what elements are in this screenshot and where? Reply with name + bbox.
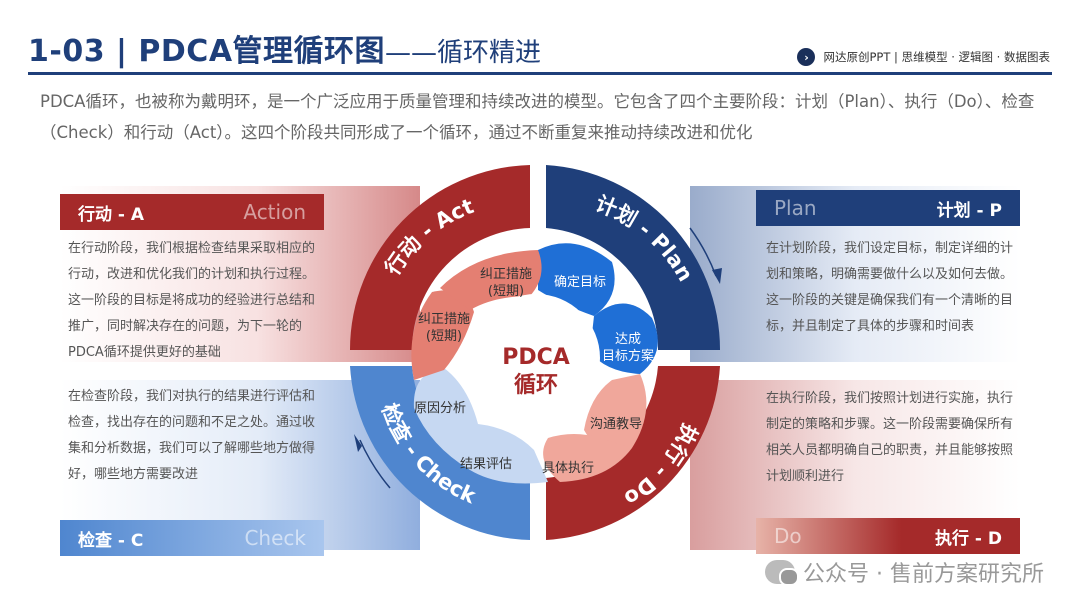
- do-header-cn: 执行 - D: [934, 528, 1002, 549]
- petal-label-p2-line2: 目标方案: [602, 348, 654, 364]
- center-circle: [472, 294, 600, 422]
- check-text: 在检查阶段，我们对执行的结果进行评估和检查，找出存在的问题和不足之处。通过收集和…: [68, 389, 316, 482]
- check-header-en: Check: [244, 526, 306, 550]
- ring-segment-act: [350, 165, 530, 350]
- check-header-cn: 检查 - C: [78, 530, 144, 551]
- do-panel: 在执行阶段，我们按照计划进行实施，执行制定的策略和步骤。这一阶段需要确保所有相关…: [756, 386, 1026, 490]
- arrow-plan-head-icon: [712, 268, 722, 284]
- do-header: Do 执行 - D: [756, 518, 1020, 554]
- page-title: 1-03 | PDCA管理循环图 ——循环精进: [28, 26, 541, 72]
- plan-header-en: Plan: [774, 196, 817, 220]
- petal-act-1: [411, 290, 474, 380]
- petal-check-1: [462, 424, 548, 484]
- petal-label-c2: 原因分析: [414, 401, 466, 416]
- petal-check-2: [413, 368, 478, 470]
- brand-text: 网达原创PPT | 思维模型 · 逻辑图 · 数据图表: [823, 50, 1050, 64]
- arrow-check-head-icon: [354, 434, 362, 452]
- action-header-en: Action: [243, 200, 306, 224]
- petal-plan-2: [590, 303, 658, 374]
- action-panel: 在行动阶段，我们根据检查结果采取相应的行动，改进和优化我们的计划和执行过程。这一…: [58, 236, 326, 366]
- petal-label-c1: 结果评估: [460, 457, 512, 472]
- petal-label-p2-line1: 达成: [615, 332, 641, 347]
- check-header: 检查 - C Check: [60, 520, 324, 556]
- plan-header: Plan 计划 - P: [756, 190, 1020, 226]
- center-line1: PDCA: [502, 345, 570, 370]
- action-header-cn: 行动 - A: [78, 204, 145, 225]
- chevron-right-icon: ›: [797, 48, 816, 66]
- petal-label-d2: 具体执行: [542, 461, 594, 476]
- petal-label-a2-line1: 纠正措施: [480, 267, 532, 282]
- plan-header-cn: 计划 - P: [936, 200, 1002, 221]
- do-header-en: Do: [774, 524, 802, 548]
- intro-paragraph: PDCA循环，也被称为戴明环，是一个广泛应用于质量管理和持续改进的模型。它包含了…: [40, 92, 1035, 142]
- petal-do-1: [584, 374, 647, 450]
- watermark: 公众号 · 售前方案研究所: [765, 556, 1044, 588]
- center-line2: 循环: [514, 372, 558, 398]
- petal-do-2: [543, 434, 632, 482]
- ring-segment-check: [350, 366, 530, 540]
- action-header: 行动 - A Action: [60, 194, 324, 230]
- petal-label-p1: 确定目标: [554, 275, 606, 290]
- title-sub: ——循环精进: [385, 38, 542, 68]
- petal-label-a2-line2: (短期): [488, 284, 524, 299]
- petal-label-a1-line1: 纠正措施: [418, 312, 470, 327]
- ring-segment-do: [546, 366, 720, 540]
- wechat-icon: [765, 560, 800, 586]
- title-main: 1-03 | PDCA管理循环图: [28, 34, 386, 69]
- action-text: 在行动阶段，我们根据检查结果采取相应的行动，改进和优化我们的计划和执行过程。这一…: [68, 241, 316, 360]
- plan-text: 在计划阶段，我们设定目标，制定详细的计划和策略，明确需要做什么以及如何去做。这一…: [766, 241, 1014, 334]
- petal-label-a1-line2: (短期): [426, 329, 462, 344]
- watermark-text: 公众号 · 售前方案研究所: [803, 562, 1044, 587]
- ring-segment-plan: [546, 165, 721, 350]
- do-text: 在执行阶段，我们按照计划进行实施，执行制定的策略和步骤。这一阶段需要确保所有相关…: [766, 391, 1014, 484]
- brand-label: › 网达原创PPT | 思维模型 · 逻辑图 · 数据图表: [797, 48, 1050, 66]
- arrow-check-icon: [359, 439, 391, 489]
- petal-act-2: [440, 250, 542, 310]
- check-panel: 在检查阶段，我们对执行的结果进行评估和检查，找出存在的问题和不足之处。通过收集和…: [58, 384, 326, 488]
- petal-label-d1: 沟通教导: [590, 416, 642, 432]
- plan-panel: 在计划阶段，我们设定目标，制定详细的计划和策略，明确需要做什么以及如何去做。这一…: [756, 236, 1026, 340]
- title-divider: [28, 72, 1052, 75]
